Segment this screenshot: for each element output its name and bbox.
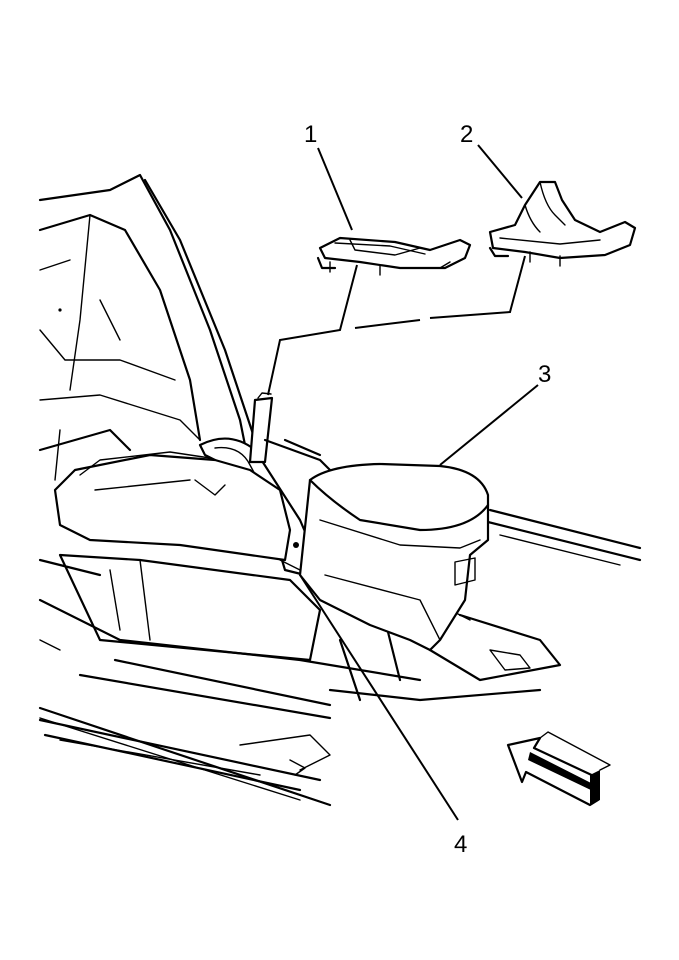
assembly-leaders — [267, 144, 539, 821]
callout-3: 3 — [538, 361, 551, 388]
part-3-console — [53, 392, 490, 652]
callout-1: 1 — [304, 121, 317, 148]
rear-seat — [38, 173, 257, 481]
callout-4: 4 — [454, 831, 467, 858]
part-1-console-trim — [316, 236, 472, 276]
part-2-shift-boot-trim — [488, 180, 637, 267]
forward-arrow-icon — [506, 731, 611, 807]
floor-panel — [38, 508, 642, 807]
callout-2: 2 — [460, 121, 473, 148]
